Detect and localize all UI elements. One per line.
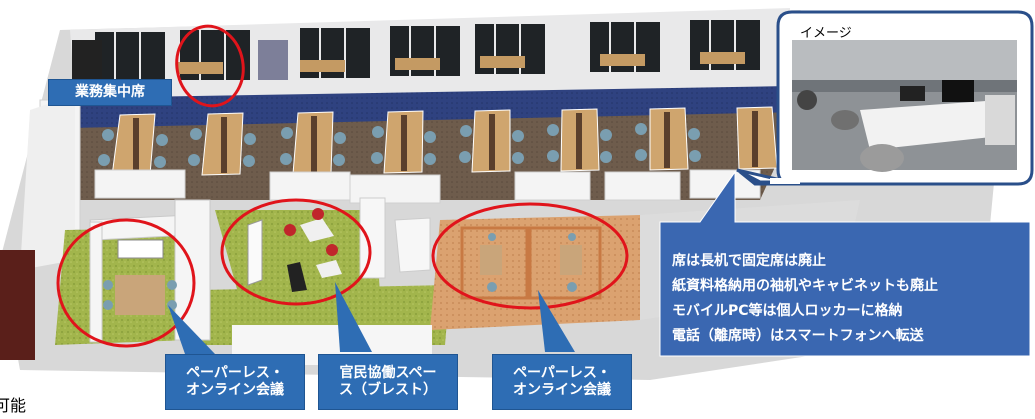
label-kanmin: 官民協働スペー ス（ブレスト）	[318, 354, 458, 410]
photo-image	[792, 40, 1017, 172]
long-desks	[111, 106, 778, 177]
partition-wall-2	[394, 217, 431, 273]
description-line-2: 紙資料格納用の袖机やキャビネットも廃止	[672, 278, 938, 294]
highlight-gyomu	[175, 24, 245, 108]
arrow-booths	[538, 290, 575, 352]
highlight-meeting-left	[56, 218, 196, 348]
label-paperless-left: ペーパーレス・ オンライン会議	[165, 354, 305, 410]
partition-wall	[359, 197, 386, 279]
label-kanmin-line1: 官民協働スペー	[339, 364, 437, 381]
arrow-brainstorm	[335, 282, 372, 352]
label-paperless-left-line1: ペーパーレス・	[186, 364, 284, 381]
description-line-3: モバイルPC等は個人ロッカーに格納	[672, 303, 903, 319]
meeting-table-left	[115, 275, 165, 315]
brainstorm-furniture	[247, 208, 342, 292]
window-desks	[178, 52, 745, 74]
highlight-brainstorm	[220, 198, 372, 306]
label-gyomu: 業務集中席	[48, 79, 172, 106]
arrow-left-meeting	[168, 305, 215, 354]
description-line-4: 電話（離席時）はスマートフォンへ転送	[672, 328, 924, 344]
label-kanmin-line2: ス（ブレスト）	[339, 382, 437, 398]
booths	[460, 226, 602, 300]
label-paperless-right-line1: ペーパーレス・	[513, 364, 611, 381]
whiteboard-left	[117, 239, 164, 259]
left-wall	[20, 95, 75, 270]
label-paperless-right: ペーパーレス・ オンライン会議	[492, 354, 632, 410]
label-gyomu-text: 業務集中席	[75, 83, 145, 100]
chairs	[98, 123, 701, 168]
description-callout	[659, 170, 1031, 357]
highlight-circles	[56, 24, 629, 348]
highlight-booths	[431, 202, 629, 310]
description-line-1: 席は長机で固定席は廃止	[672, 253, 826, 269]
label-paperless-left-line2: オンライン会議	[186, 382, 284, 398]
label-paperless-right-line2: オンライン会議	[513, 382, 611, 398]
footnote-text: 可能	[0, 396, 27, 415]
door	[0, 250, 35, 360]
image-caption: イメージ	[800, 26, 852, 41]
callout-arrows	[168, 282, 575, 354]
printer	[258, 40, 288, 80]
blue-aisle	[70, 86, 800, 130]
